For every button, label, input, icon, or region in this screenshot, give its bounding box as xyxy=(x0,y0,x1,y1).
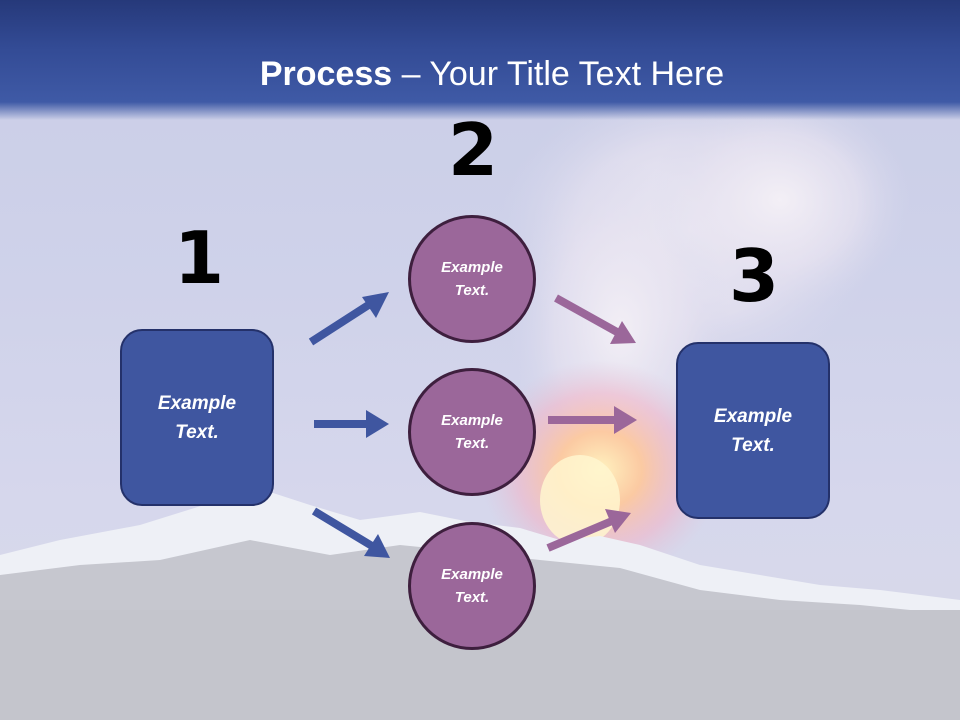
title-bold: Process xyxy=(259,55,393,93)
circle-top-line2: Text. xyxy=(454,282,490,299)
arrow-middle-to-3 xyxy=(548,406,637,434)
circle-top-line1: Example xyxy=(441,259,503,276)
step-3-label-line1: Example xyxy=(713,405,793,427)
step-2-number: 2 xyxy=(447,108,499,192)
step-3-label-line2: Text. xyxy=(731,434,775,456)
arrow-bottom-to-3 xyxy=(546,509,631,552)
circle-bottom-line1: Example xyxy=(441,566,503,583)
arrow-top-to-3 xyxy=(554,294,636,344)
circle-middle-line2: Text. xyxy=(454,435,490,452)
step-1-label-line1: Example xyxy=(157,392,237,414)
step-1-label-line2: Text. xyxy=(175,421,219,443)
arrow-1-to-middle xyxy=(314,410,389,438)
arrow-1-to-bottom xyxy=(311,507,390,558)
title-bar xyxy=(0,0,960,120)
step-3-number: 3 xyxy=(728,234,780,318)
circle-middle-line1: Example xyxy=(441,412,503,429)
circle-bottom-line2: Text. xyxy=(454,589,490,606)
title-rest: – Your Title Text Here xyxy=(392,55,725,93)
arrow-1-to-top xyxy=(308,292,389,346)
slide-title: Process – Your Title Text Here xyxy=(0,52,960,96)
step-1-number: 1 xyxy=(173,216,225,300)
